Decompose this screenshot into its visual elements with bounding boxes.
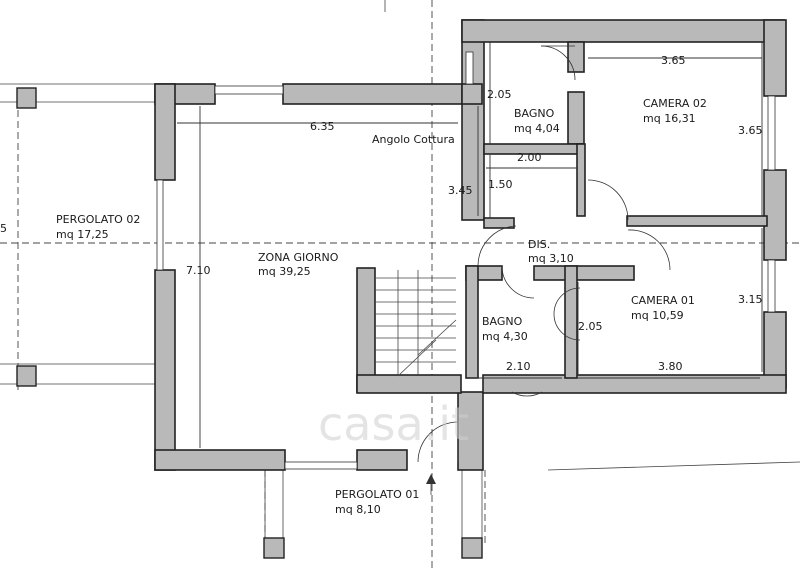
room-pergolato01-name: PERGOLATO 01 [335, 488, 419, 501]
dim-camera02-height: 3.65 [738, 124, 763, 137]
pillar-s1 [263, 537, 285, 559]
dim-dis-small: 1.50 [488, 178, 513, 191]
room-bagno-bottom-area: mq 4,30 [482, 330, 528, 343]
room-pergolato02-name: PERGOLATO 02 [56, 213, 140, 226]
walls [154, 19, 787, 471]
dim-camera01-height: 3.15 [738, 293, 763, 306]
dimension-labels: 6.35 7.10 3.45 2.05 2.00 1.50 3.65 3.65 … [186, 54, 763, 373]
room-pergolato02-area: mq 17,25 [56, 228, 109, 241]
dim-camera01-side: 2.05 [578, 320, 603, 333]
entrance-arrow [426, 474, 436, 495]
room-zona-giorno-name: ZONA GIORNO [258, 251, 339, 264]
windows [156, 51, 776, 470]
room-dis-area: mq 3,10 [528, 252, 574, 265]
room-bagno-top-area: mq 4,04 [514, 122, 560, 135]
dim-bagno-top-height: 2.05 [487, 88, 512, 101]
room-pergolato01-area: mq 8,10 [335, 503, 381, 516]
room-labels: PERGOLATO 02 mq 17,25 ZONA GIORNO mq 39,… [56, 97, 707, 516]
room-bagno-bottom-name: BAGNO [482, 315, 523, 328]
room-dis-name: DIS. [528, 238, 550, 251]
dim-bagno-bottom-width: 2.10 [506, 360, 531, 373]
pillar-s2 [461, 537, 483, 559]
pillars [16, 87, 483, 559]
pillar-sw [16, 365, 37, 387]
dim-zona-width: 6.35 [310, 120, 335, 133]
dim-zona-height: 7.10 [186, 264, 211, 277]
dim-bagno-top-width: 2.00 [517, 151, 542, 164]
dimension-lines [177, 42, 763, 448]
dim-camera01-width: 3.80 [658, 360, 683, 373]
room-camera02-area: mq 16,31 [643, 112, 696, 125]
dim-camera02-width: 3.65 [661, 54, 686, 67]
stairs [375, 270, 457, 377]
room-camera01-name: CAMERA 01 [631, 294, 695, 307]
room-bagno-top-name: BAGNO [514, 107, 555, 120]
dim-cottura-depth: 3.45 [448, 184, 473, 197]
room-zona-giorno-area: mq 39,25 [258, 265, 311, 278]
room-camera01-area: mq 10,59 [631, 309, 684, 322]
doors [417, 45, 671, 463]
room-angolo-cottura-name: Angolo Cottura [372, 133, 455, 146]
axis-marker: 5 [0, 222, 7, 235]
pillar-nw [16, 87, 37, 109]
watermark: casa.it [318, 397, 469, 451]
room-camera02-name: CAMERA 02 [643, 97, 707, 110]
